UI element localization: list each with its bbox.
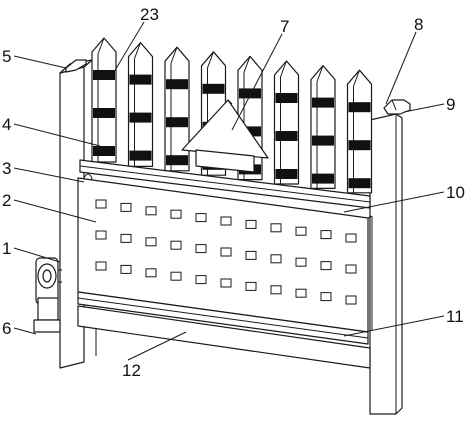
reflective-stripe bbox=[348, 178, 371, 189]
reflective-stripe bbox=[348, 140, 371, 151]
label-6: 6 bbox=[2, 319, 11, 338]
picket bbox=[310, 64, 336, 189]
picket bbox=[346, 69, 373, 194]
panel-hole bbox=[95, 230, 107, 240]
reflective-stripe bbox=[93, 70, 115, 80]
label-7: 7 bbox=[280, 17, 289, 36]
panel-hole bbox=[95, 199, 107, 209]
panel-hole bbox=[245, 219, 257, 229]
panel-hole bbox=[270, 285, 282, 295]
panel-hole bbox=[170, 209, 182, 219]
panel-hole bbox=[245, 250, 257, 260]
reflective-stripe bbox=[129, 150, 152, 161]
reflective-stripe bbox=[129, 74, 152, 85]
panel-hole bbox=[220, 278, 232, 288]
reflective-stripe bbox=[275, 131, 298, 141]
reflective-stripe bbox=[166, 155, 188, 166]
panel-hole bbox=[145, 268, 157, 278]
panel-hole bbox=[320, 230, 332, 240]
panel-hole bbox=[95, 261, 107, 271]
panel-hole bbox=[195, 244, 207, 254]
panel-hole bbox=[145, 206, 157, 216]
lower-rail bbox=[77, 291, 369, 345]
reflective-stripe bbox=[348, 102, 371, 113]
reflective-stripe bbox=[202, 83, 225, 94]
reflective-stripe bbox=[93, 108, 115, 118]
picket bbox=[91, 37, 117, 163]
panel-hole bbox=[345, 233, 357, 243]
panel-hole bbox=[195, 275, 207, 285]
panel-hole bbox=[170, 271, 182, 281]
picket bbox=[127, 41, 154, 167]
label-5: 5 bbox=[2, 47, 11, 66]
label-8: 8 bbox=[414, 15, 423, 34]
panel-hole bbox=[345, 264, 357, 274]
panel-hole bbox=[320, 292, 332, 302]
label-10: 10 bbox=[446, 183, 465, 202]
reflective-stripe bbox=[312, 97, 334, 108]
panel-hole bbox=[145, 237, 157, 247]
panel-hole bbox=[295, 288, 307, 298]
upper-rail bbox=[79, 159, 371, 209]
reflective-stripe bbox=[93, 146, 115, 156]
panel-hole bbox=[320, 261, 332, 271]
label-2: 2 bbox=[2, 191, 11, 210]
reflective-stripe bbox=[166, 79, 188, 90]
label-3: 3 bbox=[2, 159, 11, 178]
label-1: 1 bbox=[2, 239, 11, 258]
panel-hole bbox=[220, 216, 232, 226]
panel-hole bbox=[195, 213, 207, 223]
panel-hole bbox=[170, 240, 182, 250]
picket bbox=[273, 60, 300, 185]
panel-hole bbox=[295, 226, 307, 236]
panel-hole bbox=[270, 223, 282, 233]
reflective-stripe bbox=[312, 173, 334, 184]
panel-hole bbox=[345, 295, 357, 305]
panel-hole bbox=[295, 257, 307, 267]
label-4: 4 bbox=[2, 115, 11, 134]
panel-hole bbox=[270, 254, 282, 264]
label-12: 12 bbox=[122, 361, 141, 380]
right-post bbox=[369, 99, 411, 415]
reflective-stripe bbox=[166, 117, 188, 128]
panel-hole bbox=[245, 281, 257, 291]
panel-holes bbox=[95, 199, 357, 305]
leader-lines bbox=[13, 21, 445, 361]
label-23: 23 bbox=[140, 5, 159, 24]
base-beam bbox=[77, 305, 371, 369]
reflective-stripe bbox=[129, 112, 152, 123]
reflective-stripe bbox=[275, 169, 298, 179]
drive-motor bbox=[33, 257, 62, 333]
reflective-stripe bbox=[239, 88, 261, 99]
part-labels: 1 2 3 4 5 6 7 8 9 10 11 12 23 bbox=[2, 5, 465, 380]
reflective-stripe bbox=[312, 135, 334, 146]
panel-hole bbox=[120, 264, 132, 274]
panel-hole bbox=[120, 233, 132, 243]
panel-hole bbox=[220, 247, 232, 257]
label-9: 9 bbox=[446, 95, 455, 114]
panel-hole bbox=[120, 202, 132, 212]
triangle-roof bbox=[181, 99, 269, 173]
reflective-stripe bbox=[275, 93, 298, 103]
label-11: 11 bbox=[446, 307, 464, 326]
picket bbox=[164, 46, 190, 172]
